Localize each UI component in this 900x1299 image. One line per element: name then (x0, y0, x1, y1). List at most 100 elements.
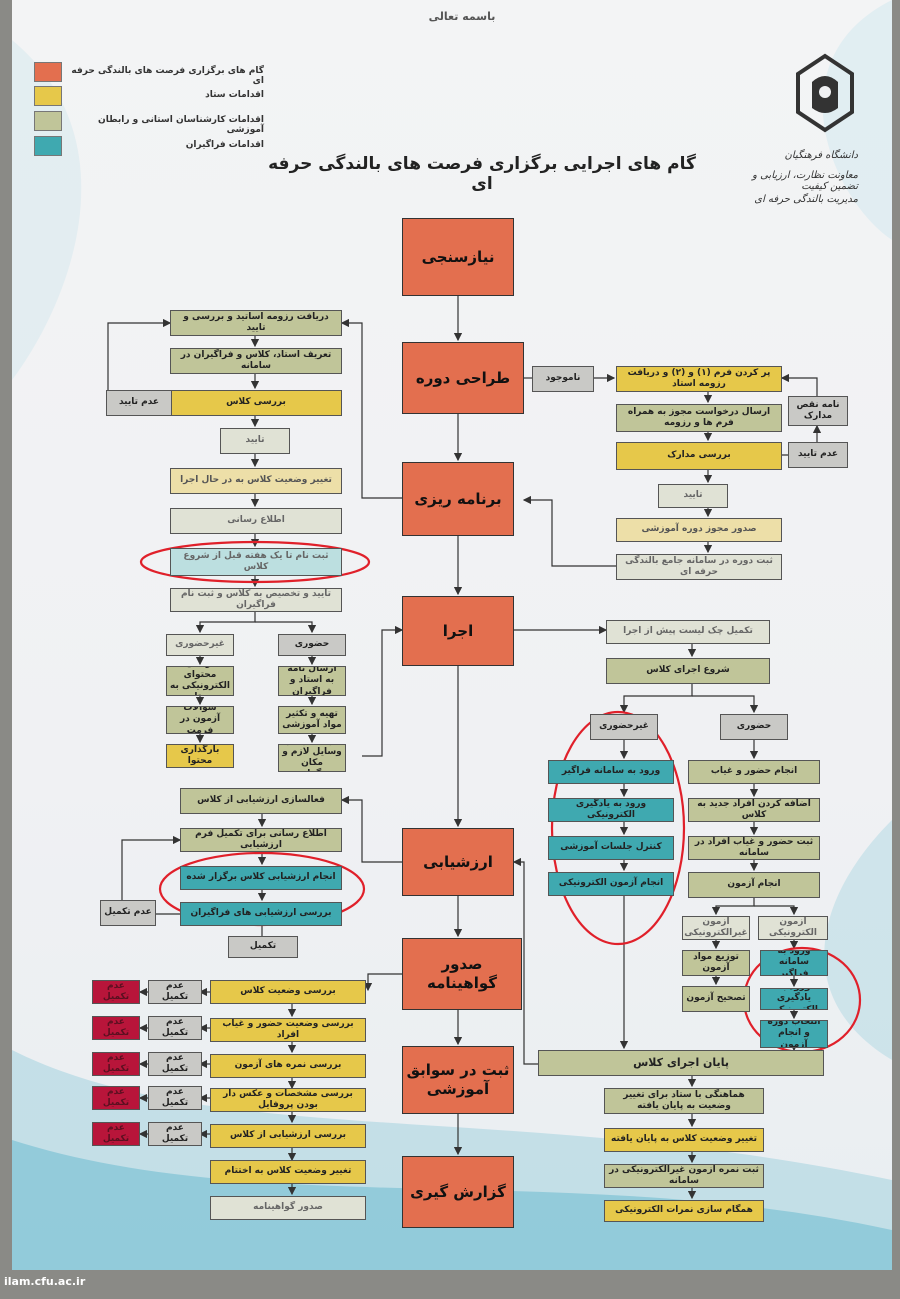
step-record: ثبت در سوابق آموزشی (402, 1046, 514, 1114)
cert-step-5: بررسی ارزشیابی از کلاس (210, 1124, 366, 1148)
cert-step-3: بررسی نمره های آزمون (210, 1054, 366, 1078)
exec-left-inperson-step-3: تهیه مواد و وسایل لازم و مکان برگزاری (278, 744, 346, 772)
cert-step-1: بررسی وضعیت کلاس (210, 980, 366, 1004)
plan-step-assign: تایید و تخصیص به کلاس و ثبت نام فراگیران (170, 588, 342, 612)
exec-end: پایان اجرای کلاس (538, 1050, 824, 1076)
cert-red-box-2: عدم تکمیل (92, 1016, 140, 1040)
exam-non-electronic-label: آزمون غیرالکترونیکی (682, 916, 750, 940)
exec-left-online-step-3: بارگذاری محتوا (166, 744, 234, 768)
design-step-forms: پر کردن فرم (۱) و (۲) و دریافت رزومه است… (616, 366, 782, 392)
legend-label-hq: اقدامات ستاد (205, 90, 264, 100)
design-deficiency-box: نامه نقص مدارک (788, 396, 848, 426)
step-certificate: صدور گواهینامه (402, 938, 522, 1010)
exec-inperson-step-1: انجام حضور و غیاب (688, 760, 820, 784)
exec-online-step-3: کنترل جلسات آموزشی (548, 836, 674, 860)
exec-left-online-label: غیرحضوری (166, 634, 234, 656)
cert-red-box-4: عدم تکمیل (92, 1086, 140, 1110)
exam-non-electronic-step-1: توزیع مواد آزمون (682, 950, 750, 976)
legend-label-provincial: اقدامات کارشناسان استانی و رابطان آموزشی (98, 115, 264, 135)
exec-right-online-label: غیرحضوری (590, 714, 658, 740)
exam-electronic-step-3: انتخاب دوره و انجام آزمون (760, 1020, 828, 1048)
org-line-1: دانشگاه فرهنگیان (784, 150, 858, 161)
exec-left-inperson-step-2: تهیه و تکثیر مواد آموزشی (278, 706, 346, 734)
eval-step-activate: فعالسازی ارزشیابی از کلاس (180, 788, 342, 814)
not-available-box: ناموجود (532, 366, 594, 392)
exec-end-step-1: هماهنگی با ستاد برای تغییر وضعیت به پایا… (604, 1088, 764, 1114)
legend-label-steps: گام های برگزاری فرصت های بالندگی حرفه ای (71, 66, 264, 86)
exec-end-step-4: همگام سازی نمرات الکترونیکی (604, 1200, 764, 1222)
eval-step-review: بررسی ارزشیابی های فراگیران (180, 902, 342, 926)
design-step-register: ثبت دوره در سامانه جامع بالندگی حرفه ای (616, 554, 782, 580)
legend-swatch-steps (34, 62, 62, 82)
cert-incomplete-1: عدم تکمیل (148, 980, 202, 1004)
university-logo-icon (796, 53, 854, 133)
plan-step-approve: تایید (220, 428, 290, 454)
cert-step-6: تغییر وضعیت کلاس به اختتام (210, 1160, 366, 1184)
plan-step-enroll: ثبت نام تا یک هفته قبل از شروع کلاس (170, 548, 342, 576)
exec-right-start: شروع اجرای کلاس (606, 658, 770, 684)
design-step-review: بررسی مدارک (616, 442, 782, 470)
cert-red-box-5: عدم تکمیل (92, 1122, 140, 1146)
page-title: گام های اجرایی برگزاری فرصت های بالندگی … (268, 154, 696, 194)
step-execution: اجرا (402, 596, 514, 666)
plan-step-define: تعریف استاد، کلاس و فراگیران در سامانه (170, 348, 342, 374)
poster: باسمه تعالی گام های اجرایی برگزاری فرصت … (12, 0, 892, 1270)
eval-step-perform: انجام ارزشیابی کلاس برگزار شده (180, 866, 342, 890)
step-reporting: گزارش گیری (402, 1156, 514, 1228)
site-footer: ilam.cfu.ac.ir (0, 1270, 900, 1299)
plan-step-review: بررسی کلاس (170, 390, 342, 416)
exam-electronic-step-1: ورود به سامانه فراگیر (760, 950, 828, 976)
plan-step-resumes: دریافت رزومه اساتید و بررسی و تایید (170, 310, 342, 336)
step-needs-assessment: نیازسنجی (402, 218, 514, 296)
plan-step-announce: اطلاع رسانی (170, 508, 342, 534)
cert-incomplete-2: عدم تکمیل (148, 1016, 202, 1040)
exec-right-checklist: تکمیل چک لیست پیش از اجرا (606, 620, 770, 644)
exec-left-online-step-2: ارسال سوالات آزمون در فرمت استاندارد (166, 706, 234, 734)
exam-electronic-label: آزمون الکترونیکی (758, 916, 828, 940)
exec-inperson-step-2: اضافه کردن افراد جدید به کلاس (688, 798, 820, 822)
step-course-design: طراحی دوره (402, 342, 524, 414)
legend-swatch-hq (34, 86, 62, 106)
eval-incomplete-box: عدم تکمیل (100, 900, 156, 926)
site-url[interactable]: ilam.cfu.ac.ir (4, 1275, 86, 1288)
eval-complete-box: تکمیل (228, 936, 298, 958)
basmala: باسمه تعالی (428, 10, 496, 23)
cert-step-2: بررسی وضعیت حضور و غیاب افراد (210, 1018, 366, 1042)
highlight-ellipse (139, 540, 371, 584)
exam-electronic-step-2: ورود به یادگیری الکترونیکی (760, 988, 828, 1010)
exec-online-step-2: ورود به یادگیری الکترونیکی (548, 798, 674, 822)
exec-left-inperson-step-1: ارسال نامه به استاد و فراگیران (278, 666, 346, 696)
cert-red-box-1: عدم تکمیل (92, 980, 140, 1004)
legend-swatch-provincial (34, 111, 62, 131)
plan-reject-box: عدم تایید (106, 390, 172, 416)
cert-incomplete-5: عدم تکمیل (148, 1122, 202, 1146)
exec-end-step-2: تغییر وضعیت کلاس به پایان یافته (604, 1128, 764, 1152)
exec-right-inperson-label: حضوری (720, 714, 788, 740)
exec-online-step-1: ورود به سامانه فراگیر (548, 760, 674, 784)
cert-step-4: بررسی مشخصات و عکس دار بودن پروفایل (210, 1088, 366, 1112)
legend-label-learners: اقدامات فراگیران (185, 140, 264, 150)
highlight-ellipse (550, 710, 686, 946)
exam-non-electronic-step-2: تصحیح آزمون (682, 986, 750, 1012)
plan-step-status: تغییر وضعیت کلاس به در حال اجرا (170, 468, 342, 494)
exec-end-step-3: ثبت نمره آزمون غیرالکترونیکی در سامانه (604, 1164, 764, 1188)
cert-step-7: صدور گواهینامه (210, 1196, 366, 1220)
step-evaluation: ارزشیابی (402, 828, 514, 896)
exec-inperson-step-4: انجام آزمون (688, 872, 820, 898)
exec-online-step-4: انجام آزمون الکترونیکی (548, 872, 674, 896)
exec-inperson-step-3: ثبت حضور و غیاب افراد در سامانه (688, 836, 820, 860)
design-step-request: ارسال درخواست مجوز به همراه فرم ها و رزو… (616, 404, 782, 432)
eval-step-announce: اطلاع رسانی برای تکمیل فرم ارزشیابی (180, 828, 342, 852)
design-reject-box: عدم تایید (788, 442, 848, 468)
cert-incomplete-3: عدم تکمیل (148, 1052, 202, 1076)
legend-swatch-learners (34, 136, 62, 156)
cert-incomplete-4: عدم تکمیل (148, 1086, 202, 1110)
exec-left-inperson-label: حضوری (278, 634, 346, 656)
design-step-permit: صدور مجوز دوره آموزشی (616, 518, 782, 542)
exec-left-online-step-1: ارسال محتوای الکترونیکی به ستاد (166, 666, 234, 696)
cert-red-box-3: عدم تکمیل (92, 1052, 140, 1076)
design-step-approve: تایید (658, 484, 728, 508)
step-planning: برنامه ریزی (402, 462, 514, 536)
org-line-3: مدیریت بالندگی حرفه ای (754, 194, 858, 205)
org-line-2: معاونت نظارت، ارزیابی و تضمین کیفیت (752, 170, 858, 192)
